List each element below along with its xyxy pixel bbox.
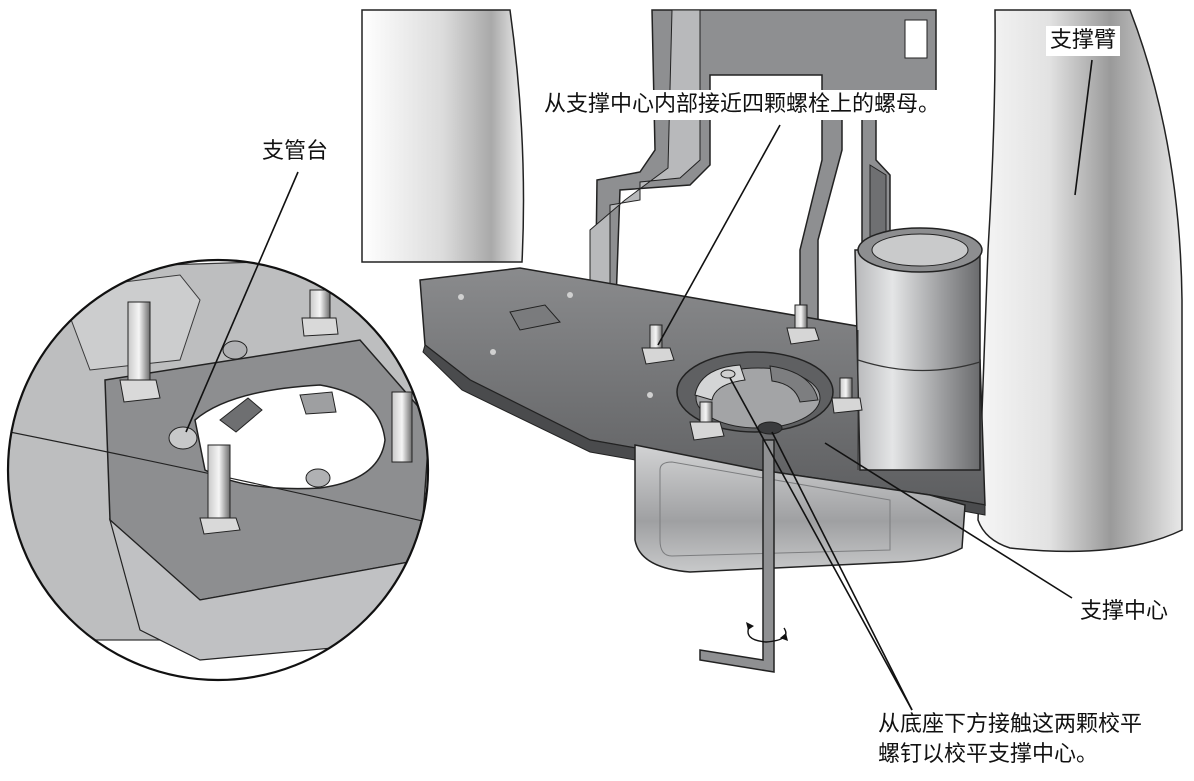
- hex-key: [699, 439, 775, 673]
- leader-support-arm: [1074, 59, 1093, 196]
- support-arm: [977, 9, 1183, 553]
- bolts: [641, 304, 863, 441]
- label-tube-stand: 支管台: [258, 137, 333, 167]
- leader-leveling-screw-1: [729, 377, 913, 711]
- label-support-arm: 支撑臂: [1046, 26, 1121, 56]
- detail-magnifier: [8, 260, 428, 680]
- left-side-panel: [361, 9, 525, 263]
- leader-support-center: [824, 442, 1073, 599]
- bolt-front: [689, 401, 725, 441]
- label-nuts-access: 从支撑中心内部接近四颗螺栓上的螺母。: [540, 90, 945, 120]
- label-support-center: 支撑中心: [1076, 597, 1173, 627]
- bolt-back-right: [786, 304, 820, 345]
- rotation-arrow-icon: [746, 622, 788, 643]
- base-housing: [634, 444, 966, 573]
- tube-stand: [854, 227, 983, 471]
- leader-leveling-screw-2: [771, 431, 913, 711]
- bolt-right: [831, 377, 863, 414]
- leader-nuts-access: [657, 124, 781, 346]
- leader-tube-stand: [185, 171, 299, 433]
- label-leveling-screws: 从底座下方接触这两颗校平 螺钉以校平支撑中心。: [878, 712, 1143, 767]
- leader-lines: [185, 59, 1093, 711]
- center-cradle: [676, 351, 834, 435]
- detail-circle-border: [6, 258, 430, 682]
